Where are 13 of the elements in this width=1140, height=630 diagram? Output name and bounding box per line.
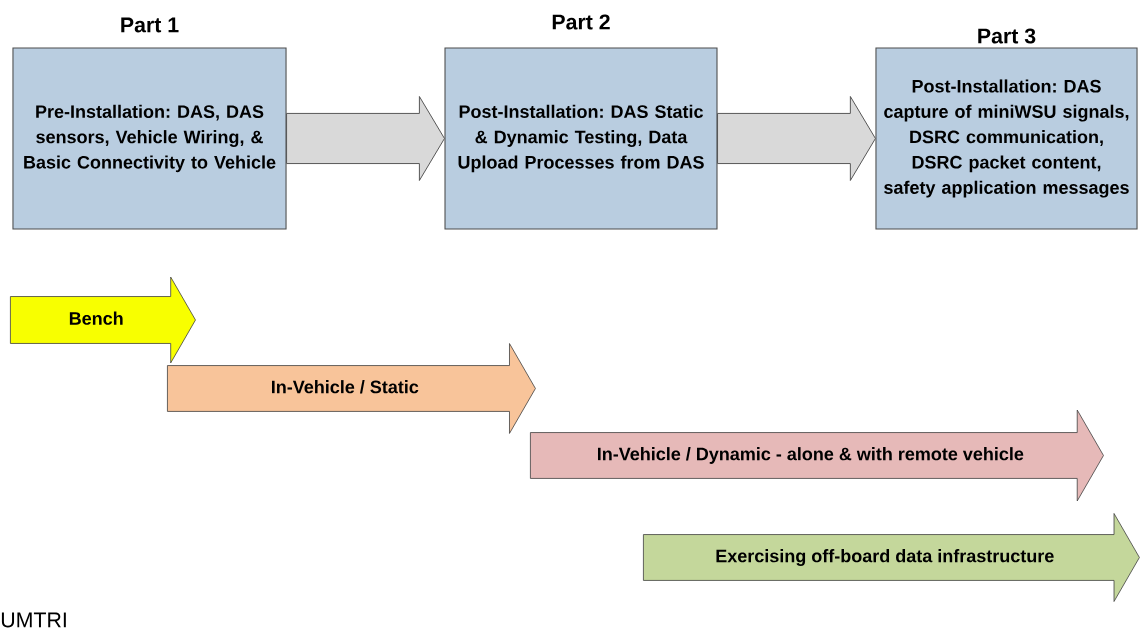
phase-banner: Exercising off-board data infrastructure [643,513,1140,602]
source-label: UMTRI [1,612,66,628]
process-box: Pre-Installation: DAS, DAS sensors, Vehicle Wiring, & Basic Connectivity to Vehicle [12,47,287,230]
block-arrow [286,96,445,181]
phase-banner: Bench [10,276,196,364]
part-heading: Part 3 [978,28,1036,44]
block-arrow [717,96,876,181]
part-heading: Part 2 [552,14,610,30]
process-box: Post-Installation: DAS capture of miniWSU signals, DSRC communication, DSRC packet content, safety application messages [875,47,1138,230]
part-heading: Part 1 [121,17,179,33]
phase-banner: In-Vehicle / Dynamic - alone & with remote vehicle [530,409,1104,502]
phase-banner: In-Vehicle / Static [167,343,536,434]
process-box: Post-Installation: DAS Static & Dynamic Testing, Data Upload Processes from DAS [444,47,718,230]
